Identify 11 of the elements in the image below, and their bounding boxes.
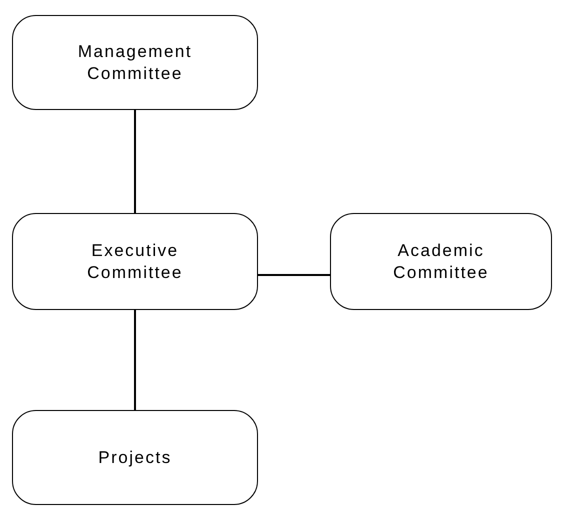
connector-line	[258, 274, 330, 276]
node-label: Academic Committee	[392, 240, 490, 283]
committee-box	[12, 213, 258, 310]
node-label: Management Committee	[76, 41, 194, 84]
node-label: Executive Committee	[86, 240, 184, 283]
connector-line	[134, 310, 136, 410]
node-label: Projects	[97, 446, 173, 468]
committee-box	[330, 213, 552, 310]
committee-box	[12, 15, 258, 110]
committee-box	[12, 410, 258, 505]
connector-line	[134, 110, 136, 213]
